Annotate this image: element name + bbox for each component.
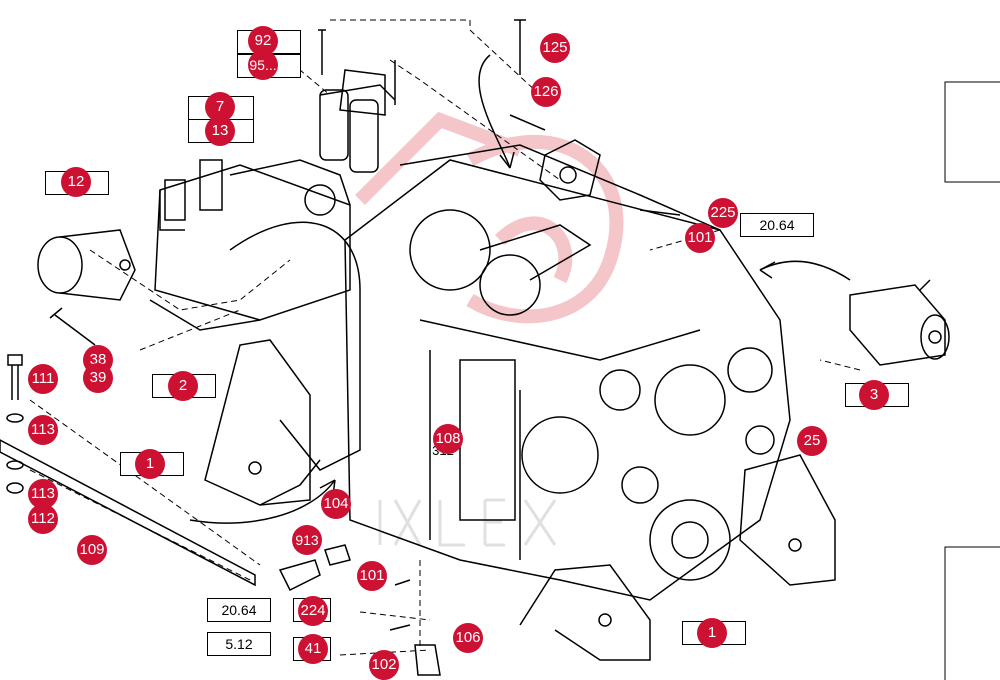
- exhaust-elbow-icon: [37, 229, 136, 301]
- engine-mount-left-icon: [204, 339, 321, 506]
- frame-tab-bottom: [944, 546, 1000, 680]
- callout-113-bottom[interactable]: 113: [28, 479, 58, 509]
- callout-95[interactable]: 95...: [248, 50, 278, 80]
- hydraulic-pump-icon: [849, 279, 950, 366]
- watermark-text: [378, 498, 557, 547]
- bolt-icon: [49, 307, 96, 346]
- callout-92[interactable]: 92: [248, 26, 278, 56]
- callout-25[interactable]: 25: [797, 426, 827, 456]
- callout-2[interactable]: 2: [168, 371, 198, 401]
- ref-2064-top: 20.64: [759, 217, 795, 233]
- watermark-logo: [355, 111, 624, 324]
- callout-126[interactable]: 126: [531, 77, 561, 107]
- engine-block-icon: [344, 144, 791, 601]
- callout-39[interactable]: 39: [83, 363, 113, 393]
- callout-111[interactable]: 111: [28, 364, 58, 394]
- callout-101-bottom[interactable]: 101: [357, 561, 387, 591]
- fuel-filter-icon: [318, 29, 396, 173]
- callout-13[interactable]: 13: [205, 116, 235, 146]
- flange-fitting-icon: [509, 19, 601, 201]
- bracket-bar-icon: [0, 439, 256, 587]
- valve-block-icon: [149, 159, 351, 331]
- engine-mount-right-icon: [519, 454, 836, 661]
- turbocharger-icon: [409, 209, 592, 316]
- callout-113-top[interactable]: 113: [28, 415, 58, 445]
- callout-112[interactable]: 112: [28, 504, 58, 534]
- ref-box-2064-bottom[interactable]: 20.64: [207, 598, 271, 622]
- ref-2064-bottom: 20.64: [221, 602, 257, 618]
- curved-arrows: [189, 54, 851, 524]
- callout-913[interactable]: 913: [292, 525, 322, 555]
- callout-225[interactable]: 225: [708, 198, 738, 228]
- callout-102[interactable]: 102: [369, 650, 399, 680]
- callout-224[interactable]: 224: [298, 596, 328, 626]
- callout-106[interactable]: 106: [453, 623, 483, 653]
- callout-41[interactable]: 41: [298, 634, 328, 664]
- callout-101-top[interactable]: 101: [685, 223, 715, 253]
- callout-1-left[interactable]: 1: [135, 449, 165, 479]
- ref-512: 5.12: [225, 636, 253, 652]
- fittings-icon: [278, 209, 681, 676]
- callout-109[interactable]: 109: [77, 535, 107, 565]
- callout-12[interactable]: 12: [61, 167, 91, 197]
- ref-box-512[interactable]: 5.12: [207, 632, 271, 656]
- flywheel-housing-icon: [229, 221, 361, 471]
- callout-108[interactable]: 108: [433, 424, 463, 454]
- ref-box-2064-top[interactable]: 20.64: [740, 213, 814, 237]
- callout-125[interactable]: 125: [540, 33, 570, 63]
- frame-tab-top: [944, 81, 1000, 183]
- callout-104[interactable]: 104: [321, 489, 351, 519]
- bolt-stack-icon: [6, 354, 24, 494]
- callout-1-right[interactable]: 1: [697, 618, 727, 648]
- callout-3[interactable]: 3: [859, 380, 889, 410]
